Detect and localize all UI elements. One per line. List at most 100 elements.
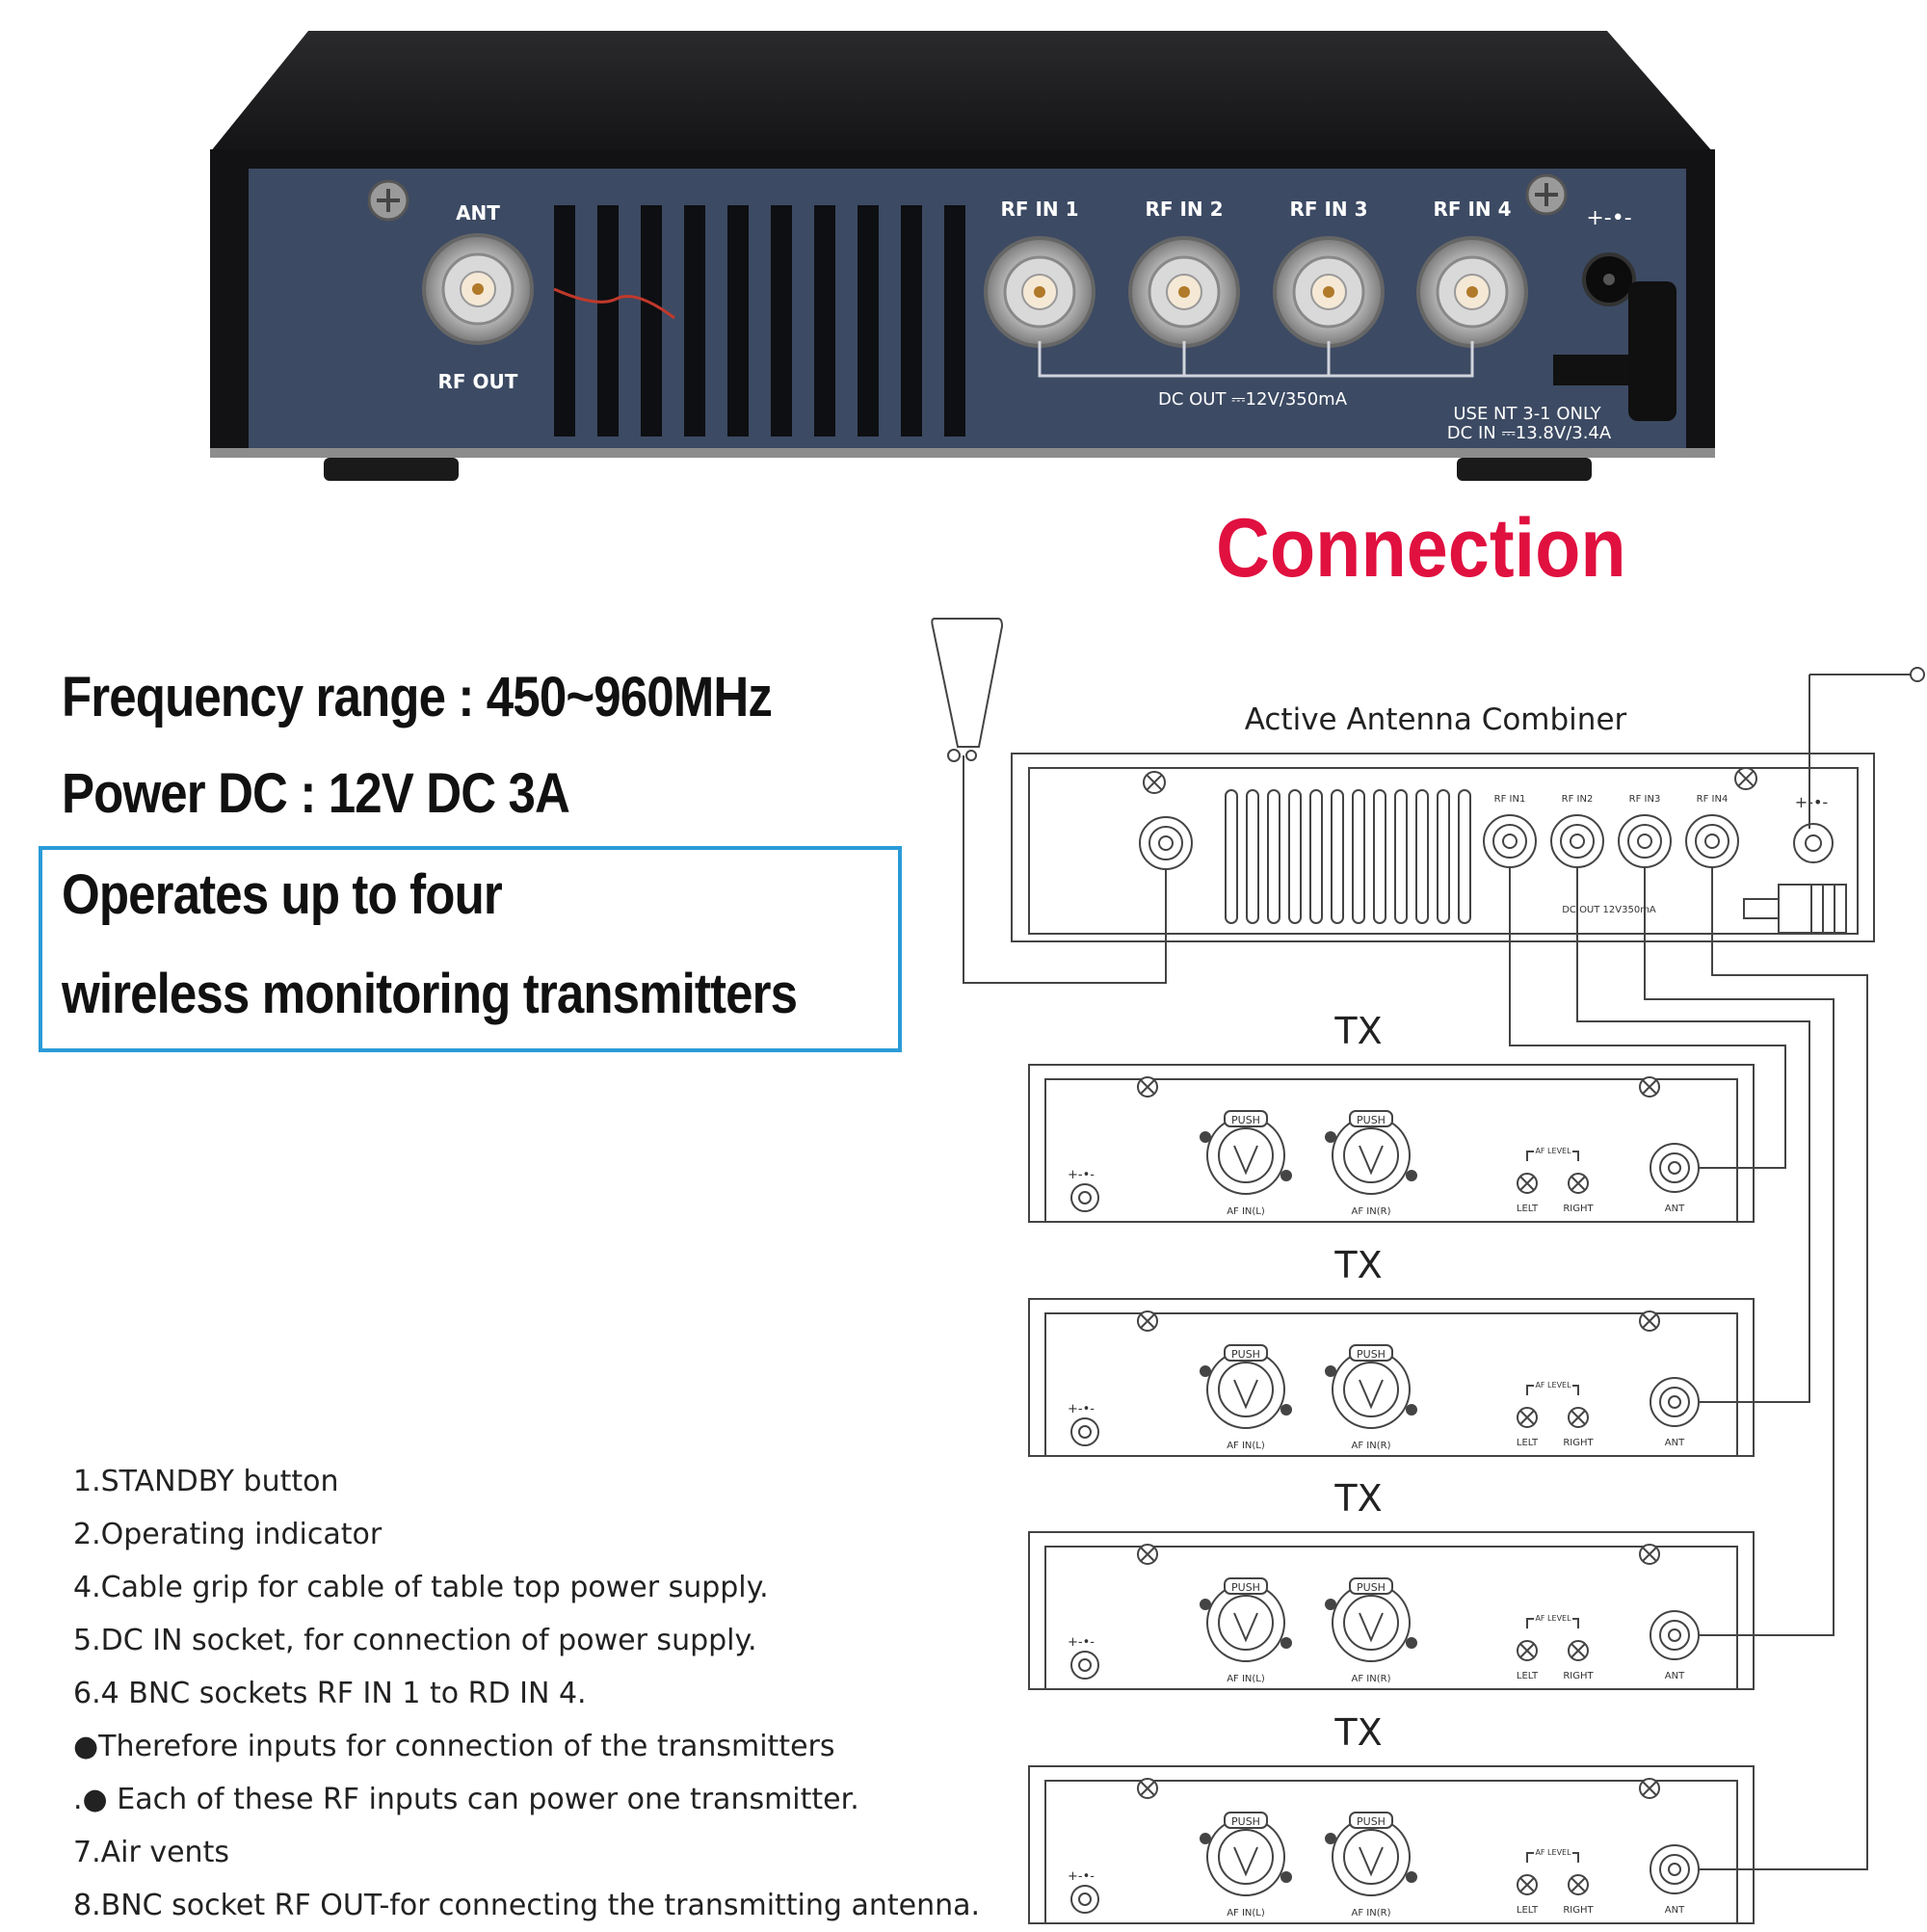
screw-icon [1568,1173,1589,1194]
rf-in-label: RF IN 2 [1145,198,1223,221]
rf-in-bnc-icon [984,236,1095,358]
foot-right [1457,458,1592,481]
level-knob-label: RIGHT [1563,1204,1594,1214]
push-label: PUSH [1357,1348,1386,1361]
screw-icon [1568,1640,1589,1661]
chassis-top [210,31,1713,152]
tx-polarity-label: +-•- [1068,1869,1095,1884]
tx-ant-label: ANT [1665,1905,1685,1916]
screw-icon [1639,1778,1660,1799]
vent-slot [1267,789,1280,924]
push-label: PUSH [1231,1815,1260,1828]
screw-icon [1137,1778,1158,1799]
push-label: PUSH [1231,1348,1260,1361]
vent-slot [901,205,922,437]
vent-slot [1331,789,1344,924]
screw-icon [1525,173,1568,216]
capacity-line-1: Operates up to four [62,863,503,926]
polarity-label: +-•- [1586,206,1631,230]
rf-in-label: RF IN2 [1562,794,1594,805]
dc-jack-icon [1070,1417,1099,1446]
note-item: 2.Operating indicator [73,1518,383,1551]
note-item: 6.4 BNC sockets RF IN 1 to RD IN 4. [73,1677,587,1710]
af-in-label: AF IN(L) [1227,1674,1265,1684]
rf-in-label: RF IN4 [1697,794,1729,805]
rf-out-bnc-icon [422,233,534,345]
vent-slot [1415,789,1429,924]
screw-icon [1137,1310,1158,1332]
tx-ant-label: ANT [1665,1204,1685,1214]
tx-ant-label: ANT [1665,1671,1685,1681]
vent-slot [858,205,879,437]
af-level-label: AF LEVEL [1535,1614,1571,1623]
af-in-label: AF IN(L) [1227,1441,1265,1451]
screw-icon [1517,1874,1538,1895]
tx-inner-outline [1044,1078,1738,1223]
vent-slot [1288,789,1302,924]
xlr-combo-jack-icon [1200,1812,1292,1896]
push-label: PUSH [1231,1581,1260,1594]
vent-slot [554,205,575,437]
rf-out-label: RF OUT [438,370,518,393]
rf-in-label: RF IN 4 [1433,198,1511,221]
note-item: 5.DC IN socket, for connection of power … [73,1624,757,1657]
feature-notes: 1.STANDBY button 2.Operating indicator 4… [73,1455,980,1932]
screw-icon [1143,771,1166,794]
foot-left [324,458,459,481]
ant-label: ANT [456,201,500,225]
xlr-combo-jack-icon [1325,1812,1417,1896]
tx-polarity-label: +-•- [1068,1168,1095,1182]
vent-slot [1437,789,1450,924]
level-knob-label: LELT [1517,1671,1539,1681]
vent-slot [641,205,662,437]
xlr-combo-jack-icon [1325,1577,1417,1662]
screw-icon [1137,1076,1158,1098]
xlr-combo-jack-icon [1200,1577,1292,1662]
tx-inner-outline [1044,1780,1738,1924]
af-level-label: AF LEVEL [1535,1381,1571,1389]
tx-label: TX [1333,1711,1382,1754]
rf-in-label: RF IN1 [1494,794,1526,805]
dc-jack-icon [1070,1183,1099,1212]
dc-out-bracket [1038,341,1474,378]
screw-icon [1517,1173,1538,1194]
rf-cables [1509,867,1868,1870]
xlr-combo-jack-icon [1325,1344,1417,1429]
vent-slot [1309,789,1323,924]
level-knob-label: LELT [1517,1905,1539,1916]
tx-inner-outline [1044,1546,1738,1690]
screw-icon [1639,1544,1660,1565]
rf-in-label: RF IN3 [1629,794,1661,805]
use-nt-label: USE NT 3-1 ONLY [1453,404,1601,424]
note-item: ●Therefore inputs for connection of the … [73,1730,835,1763]
xlr-combo-jack-icon [1325,1110,1417,1195]
note-item: 1.STANDBY button [73,1465,339,1498]
vent-slot [684,205,705,437]
rf-in-bnc-icon [1273,236,1385,358]
rf-cable [1699,867,1868,1870]
combiner-inner-outline [1028,767,1859,935]
combiner-cable-grip-icon [1743,884,1847,934]
diagram-dc-out-label: DC OUT 12V350mA [1562,905,1656,915]
vent-slot [771,205,792,437]
dc-in-label: DC IN ⎓13.8V/3.4A [1447,423,1612,443]
tx-inner-outline [1044,1312,1738,1457]
af-in-label: AF IN(R) [1352,1441,1391,1451]
chassis-bottom-edge [210,448,1715,458]
rf-in-bnc-icon [1128,236,1240,358]
antenna-cable [963,755,1167,984]
screw-icon [1568,1407,1589,1428]
vent-slot [727,205,749,437]
af-level-label: AF LEVEL [1535,1147,1571,1155]
level-knob-label: RIGHT [1563,1671,1594,1681]
whip-antenna-icon [1809,667,1925,682]
vent-slot [1352,789,1365,924]
af-in-label: AF IN(R) [1352,1908,1391,1919]
screw-icon [367,179,409,222]
transmitter-units: TX +-•- PUSH AF IN(L) PUSH AF IN(R) AF LEVEL LE… [1028,1010,1755,1924]
level-knob-label: RIGHT [1563,1438,1594,1448]
screw-icon [1639,1076,1660,1098]
